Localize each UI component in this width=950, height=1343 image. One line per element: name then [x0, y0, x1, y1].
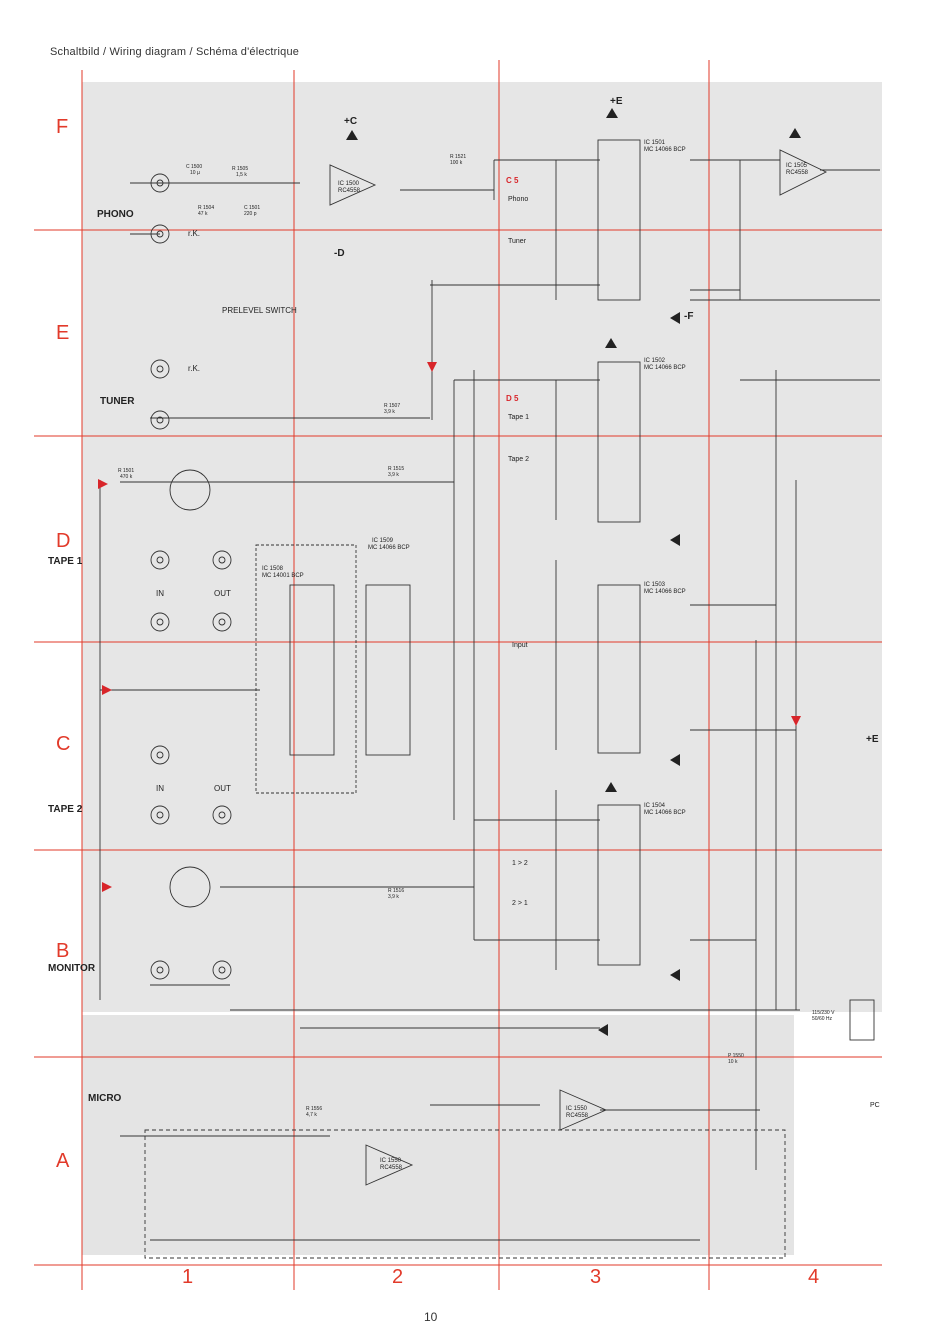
zone-grid	[34, 60, 882, 1290]
ic-1509-ref: IC 1509	[372, 538, 394, 544]
zone-row-e: E	[56, 322, 70, 344]
switch-tuner: Tuner	[508, 238, 527, 245]
switch-input: Input	[512, 642, 528, 649]
switch-2to1: 2 > 1	[512, 900, 528, 907]
zone-col-3: 3	[590, 1266, 602, 1288]
comp-r1507: R 1507	[384, 403, 401, 409]
comp-c1501: C 1501	[244, 205, 261, 211]
section-prelevel: PRELEVEL SWITCH	[222, 306, 297, 315]
zone-col-2: 2	[392, 1266, 404, 1288]
jack-in-tape2: IN	[156, 784, 164, 793]
supply-plus-e: +E	[610, 96, 623, 107]
switch-1to2: 1 > 2	[512, 860, 528, 867]
ic-1505-ref: IC 1505	[786, 163, 808, 169]
comp-r1501-val: 470 k	[120, 474, 133, 480]
ic-1503-type: MC 14066 BCP	[644, 589, 686, 595]
comp-t1550: R 1556	[306, 1106, 323, 1112]
ic-1505-type: RC4558	[786, 170, 809, 176]
section-tape2: TAPE 2	[48, 804, 83, 815]
section-monitor: MONITOR	[48, 963, 96, 974]
jack-out-tape2: OUT	[214, 784, 231, 793]
ic-1500-type: RC4558	[338, 188, 361, 194]
ic-1503-ref: IC 1503	[644, 582, 666, 588]
micro-background	[82, 1015, 794, 1255]
comp-r1504-val: 47 k	[198, 211, 208, 217]
edge-pc: PC	[870, 1102, 880, 1109]
ic-1550b-type: RC4558	[380, 1165, 403, 1171]
zone-row-a: A	[56, 1150, 70, 1172]
edge-plus-e: +E	[866, 734, 879, 745]
section-micro: MICRO	[88, 1093, 122, 1104]
comp-r1501: R 1501	[118, 468, 135, 474]
comp-r1521: R 1521	[450, 154, 467, 160]
comp-c1500: C 1500	[186, 164, 203, 170]
section-tape1: TAPE 1	[48, 556, 83, 567]
comp-r1504: R 1504	[198, 205, 215, 211]
comp-r1505-val: 1,5 k	[236, 172, 247, 178]
ic-1502-ref: IC 1502	[644, 358, 666, 364]
comp-r1505: R 1505	[232, 166, 249, 172]
ic-1509-type: MC 14066 BCP	[368, 545, 410, 551]
comp-r1516-val: 3,9 k	[388, 894, 399, 900]
ic-1501-ref: IC 1501	[644, 140, 666, 146]
zone-row-f: F	[56, 116, 69, 138]
comp-r1515-val: 3,9 k	[388, 472, 399, 478]
switch-c5: C 5	[506, 176, 519, 185]
schematic-traces	[99, 139, 880, 1259]
comp-r1521-val: 100 k	[450, 160, 463, 166]
mains-label: 115/230 V 50/60 Hz	[812, 1010, 835, 1022]
ic-1504-ref: IC 1504	[644, 803, 666, 809]
jack-rk-phono: r.K.	[188, 229, 201, 238]
ic-1508-ref: IC 1508	[262, 566, 284, 572]
page-header: Schaltbild / Wiring diagram / Schéma d'é…	[50, 46, 300, 58]
zone-col-4: 4	[808, 1266, 820, 1288]
zone-col-1: 1	[182, 1266, 194, 1288]
jack-out-tape1: OUT	[214, 589, 231, 598]
comp-c1500-val: 10 µ	[190, 170, 200, 176]
ic-1508-type: MC 14001 BCP	[262, 573, 304, 579]
ic-1550b-ref: IC 1550	[380, 1158, 402, 1164]
supply-minus-f: -F	[684, 311, 694, 322]
section-tuner: TUNER	[100, 396, 135, 407]
switch-tape1: Tape 1	[508, 414, 530, 421]
zone-row-c: C	[56, 733, 71, 755]
comp-r1516: R 1516	[388, 888, 405, 894]
comp-r1515: R 1515	[388, 466, 405, 472]
ic-1500-ref: IC 1500	[338, 181, 360, 187]
comp-t1550-val: 4,7 k	[306, 1112, 317, 1118]
ic-1504-type: MC 14066 BCP	[644, 810, 686, 816]
comp-c1562-val: 10 k	[728, 1059, 738, 1065]
switch-d5: D 5	[506, 394, 519, 403]
zone-row-b: B	[56, 940, 70, 962]
page-number: 10	[424, 1310, 438, 1324]
switch-phono: Phono	[508, 196, 529, 203]
zone-row-d: D	[56, 530, 71, 552]
supply-arrows	[346, 108, 801, 1036]
ic-1550-type: RC4558	[566, 1113, 589, 1119]
switch-tape2: Tape 2	[508, 456, 530, 463]
bus-arrows	[98, 362, 801, 892]
jack-in-tape1: IN	[156, 589, 164, 598]
ic-1550-ref: IC 1550	[566, 1106, 588, 1112]
comp-r1507-val: 3,9 k	[384, 409, 395, 415]
supply-minus-d: -D	[334, 248, 345, 259]
jack-rk-tuner: r.K.	[188, 364, 201, 373]
supply-plus-c: +C	[344, 116, 358, 127]
schematic-background	[82, 82, 882, 1012]
ic-1502-type: MC 14066 BCP	[644, 365, 686, 371]
comp-c1501-val: 220 p	[244, 211, 257, 217]
ic-1501-type: MC 14066 BCP	[644, 147, 686, 153]
section-phono: PHONO	[97, 209, 134, 220]
comp-c1562: P 1550	[728, 1053, 744, 1059]
